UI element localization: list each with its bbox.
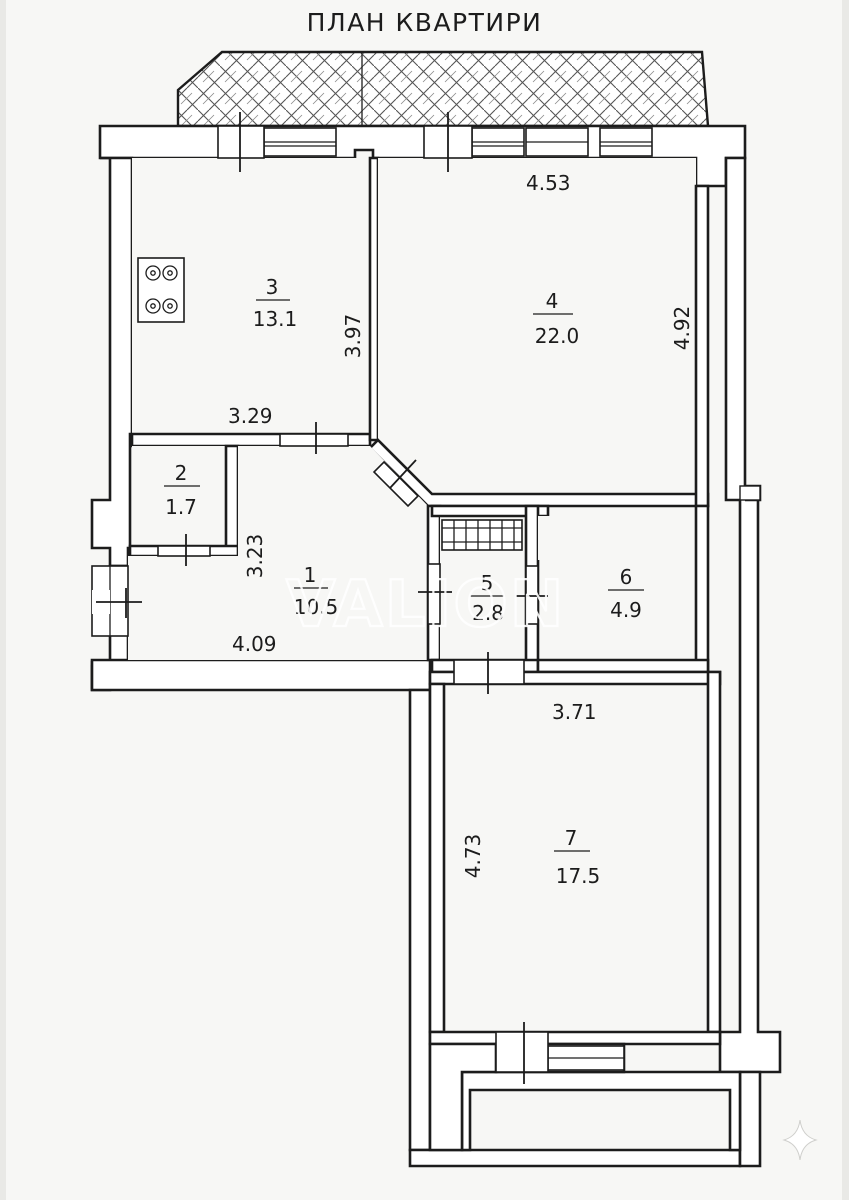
dimension-label: 4.53 [526,171,571,195]
svg-text:4: 4 [546,289,559,313]
svg-text:2: 2 [175,461,188,485]
page-title: ПЛАН КВАРТИРИ [306,8,543,37]
svg-text:2.8: 2.8 [472,601,504,625]
stove-icon [137,257,185,323]
dimension-label: 4.73 [461,834,485,879]
dimension-label: 3.71 [552,700,597,724]
interior-walls [128,156,722,1152]
svg-text:6: 6 [620,565,633,589]
room-1-label: 1 10.5 [294,563,339,619]
balcony [176,50,710,128]
room-7-label: 7 17.5 [554,826,600,888]
radiator-icon [441,519,523,551]
room-5-label: 5 2.8 [470,571,504,625]
svg-text:3: 3 [266,275,279,299]
svg-text:13.1: 13.1 [253,307,298,331]
sparkle-icon [782,1119,818,1161]
svg-text:4.9: 4.9 [610,598,642,622]
svg-text:22.0: 22.0 [535,324,580,348]
svg-text:1: 1 [304,563,317,587]
svg-text:1.7: 1.7 [165,495,197,519]
svg-text:7: 7 [565,826,578,850]
dimension-label: 3.29 [228,404,273,428]
doors [92,112,761,1084]
dimension-label: 4.92 [670,306,694,351]
room-4-label: 4 22.0 [533,289,579,348]
room-3-label: 3 13.1 [253,275,298,331]
dimension-label: 3.97 [341,314,365,359]
windows [91,127,653,1071]
room-6-label: 6 4.9 [608,565,644,622]
svg-text:17.5: 17.5 [556,864,601,888]
svg-text:10.5: 10.5 [294,595,339,619]
dimension-label: 4.09 [232,632,277,656]
svg-text:5: 5 [481,571,494,595]
watermark: VALION [286,568,565,642]
dimension-label: 3.23 [243,534,267,579]
room-2-label: 2 1.7 [164,461,200,519]
